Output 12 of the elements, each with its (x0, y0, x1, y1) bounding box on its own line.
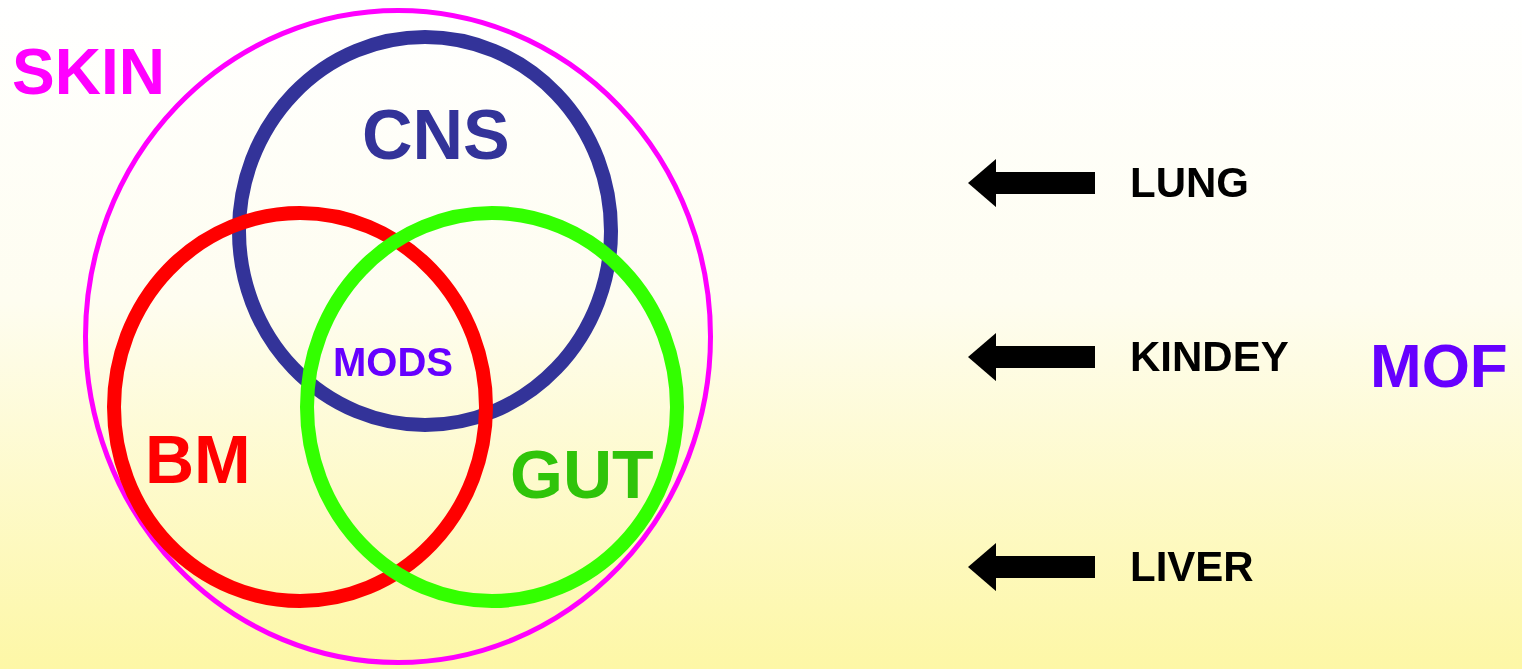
arrow (968, 333, 1095, 382)
text-label: MOF (1370, 335, 1508, 397)
set-label: SKIN (12, 40, 165, 104)
text-label: MODS (333, 342, 453, 382)
set-label: CNS (362, 100, 510, 170)
set-label: GUT (510, 440, 654, 508)
set-label: BM (145, 425, 251, 493)
organ-label: LUNG (1130, 160, 1249, 207)
organ-label: LIVER (1130, 544, 1254, 591)
organ-label: KINDEY (1130, 334, 1289, 381)
arrow (968, 159, 1095, 208)
arrow (968, 543, 1095, 592)
